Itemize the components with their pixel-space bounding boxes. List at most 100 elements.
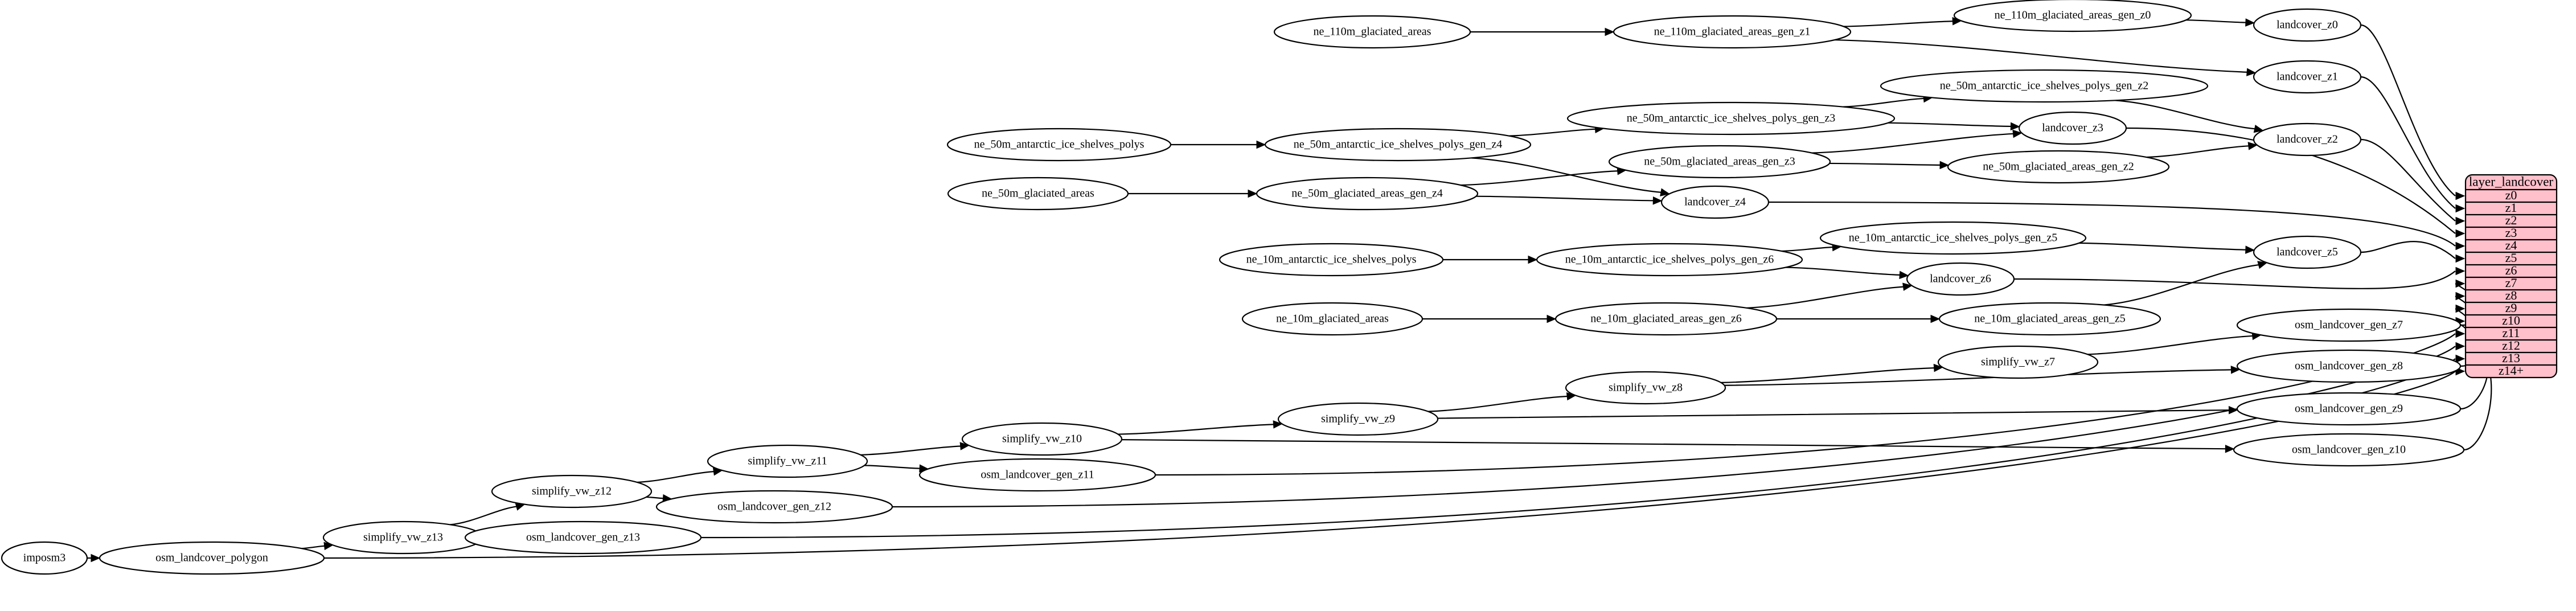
node-label-landcover_z5: landcover_z5 (2276, 246, 2338, 259)
graph-node-ne_50m_glaciated_areas_gen_z4[interactable]: ne_50m_glaciated_areas_gen_z4 (1256, 177, 1479, 211)
graph-node-ne_50m_antarctic_ice_shelves_polys[interactable]: ne_50m_antarctic_ice_shelves_polys (946, 128, 1172, 162)
edge-arrowhead (1652, 196, 1663, 205)
edge-arrowhead (2246, 68, 2257, 76)
node-label-osm_landcover_gen_z13: osm_landcover_gen_z13 (526, 531, 640, 544)
record-row-z7[interactable]: z7 (2505, 276, 2517, 290)
graph-node-landcover_z5[interactable]: landcover_z5 (2253, 235, 2362, 269)
edge-arrowhead (2253, 125, 2264, 133)
layer_landcover_record[interactable]: layer_landcoverz0z1z2z3z4z5z6z7z8z9z10z1… (2464, 174, 2558, 379)
record-row-z0[interactable]: z0 (2505, 188, 2517, 202)
record-row-z12[interactable]: z12 (2502, 338, 2520, 352)
node-label-osm_landcover_gen_z12: osm_landcover_gen_z12 (717, 501, 831, 513)
graph-node-imposm3[interactable]: imposm3 (1, 541, 88, 575)
graph-node-simplify_vw_z9[interactable]: simplify_vw_z9 (1277, 402, 1439, 436)
edge-ne_10m_antarctic_ice_shelves_polys_gen_z6-to-landcover_z6 (1785, 266, 1900, 276)
node-ellipse-ne_50m_antarctic_ice_shelves_polys (946, 128, 1172, 162)
edge-simplify_vw_z9-to-osm_landcover_gen_z9 (1437, 409, 2229, 419)
node-label-ne_50m_glaciated_areas_gen_z4: ne_50m_glaciated_areas_gen_z4 (1291, 187, 1442, 200)
node-label-ne_50m_antarctic_ice_shelves_polys_gen_z3: ne_50m_antarctic_ice_shelves_polys_gen_z… (1627, 112, 1836, 125)
graph-node-osm_landcover_gen_z10[interactable]: osm_landcover_gen_z10 (2233, 433, 2465, 467)
graph-node-ne_50m_antarctic_ice_shelves_polys_gen_z3[interactable]: ne_50m_antarctic_ice_shelves_polys_gen_z… (1566, 101, 1896, 136)
edge-arrowhead (1930, 314, 1941, 323)
graph-node-ne_50m_glaciated_areas_gen_z2[interactable]: ne_50m_glaciated_areas_gen_z2 (1947, 150, 2170, 184)
record-row-z1[interactable]: z1 (2505, 200, 2517, 215)
node-label-landcover_z4: landcover_z4 (1684, 196, 1746, 208)
graph-node-simplify_vw_z10[interactable]: simplify_vw_z10 (961, 422, 1123, 456)
edge-arrowhead (2245, 18, 2255, 27)
graph-node-ne_110m_glaciated_areas[interactable]: ne_110m_glaciated_areas (1273, 15, 1471, 49)
record-row-z3[interactable]: z3 (2505, 225, 2517, 240)
record-row-z14plus[interactable]: z14+ (2499, 363, 2524, 378)
graph-node-osm_landcover_gen_z8[interactable]: osm_landcover_gen_z8 (2236, 349, 2462, 383)
edge-arrowhead (2455, 279, 2466, 288)
edge-ne_10m_glaciated_areas_gen_z6-to-landcover_z6 (1746, 286, 1904, 309)
record-row-z10[interactable]: z10 (2502, 313, 2520, 327)
graph-node-ne_50m_glaciated_areas[interactable]: ne_50m_glaciated_areas (947, 177, 1129, 211)
node-ellipse-imposm3 (1, 541, 88, 575)
record-row-z13[interactable]: z13 (2502, 351, 2520, 365)
node-ellipse-ne_10m_antarctic_ice_shelves_polys_gen_z5 (1819, 221, 2087, 255)
edge-ne_50m_glaciated_areas_gen_z3-to-landcover_z3 (1811, 133, 2013, 154)
edge-arrowhead (2245, 245, 2255, 254)
graph-node-simplify_vw_z12[interactable]: simplify_vw_z12 (491, 474, 653, 509)
graph-node-ne_110m_glaciated_areas_gen_z0[interactable]: ne_110m_glaciated_areas_gen_z0 (1953, 0, 2192, 32)
graph-node-landcover_z3[interactable]: landcover_z3 (2018, 111, 2127, 145)
record-row-z11[interactable]: z11 (2503, 326, 2520, 340)
graph-node-ne_50m_antarctic_ice_shelves_polys_gen_z4[interactable]: ne_50m_antarctic_ice_shelves_polys_gen_z… (1264, 128, 1532, 162)
graph-node-simplify_vw_z8[interactable]: simplify_vw_z8 (1565, 371, 1726, 405)
node-label-ne_10m_glaciated_areas_gen_z6: ne_10m_glaciated_areas_gen_z6 (1590, 313, 1741, 325)
graph-node-osm_landcover_gen_z7[interactable]: osm_landcover_gen_z7 (2236, 308, 2462, 342)
graph-node-simplify_vw_z13[interactable]: simplify_vw_z13 (322, 520, 484, 555)
edge-arrowhead (2455, 191, 2466, 200)
record-row-z8[interactable]: z8 (2505, 288, 2517, 302)
edge-landcover_z1-to-rec-1 (2360, 76, 2456, 209)
graph-node-ne_10m_antarctic_ice_shelves_polys_gen_z5[interactable]: ne_10m_antarctic_ice_shelves_polys_gen_z… (1819, 221, 2087, 255)
graph-node-landcover_z0[interactable]: landcover_z0 (2253, 8, 2362, 42)
graph-node-osm_landcover_gen_z11[interactable]: osm_landcover_gen_z11 (918, 458, 1156, 492)
edge-arrowhead (2455, 342, 2466, 351)
graph-node-landcover_z1[interactable]: landcover_z1 (2253, 60, 2362, 94)
graph-node-osm_landcover_gen_z9[interactable]: osm_landcover_gen_z9 (2236, 392, 2462, 426)
graph-node-ne_10m_antarctic_ice_shelves_polys[interactable]: ne_10m_antarctic_ice_shelves_polys (1219, 243, 1444, 277)
node-label-osm_landcover_gen_z9: osm_landcover_gen_z9 (2295, 403, 2403, 415)
node-ellipse-landcover_z6 (1906, 262, 2015, 296)
graph-node-osm_landcover_polygon[interactable]: osm_landcover_polygon (99, 541, 325, 575)
node-ellipse-osm_landcover_gen_z13 (464, 520, 702, 555)
graph-node-ne_10m_glaciated_areas[interactable]: ne_10m_glaciated_areas (1241, 302, 1424, 336)
node-ellipse-simplify_vw_z7 (1937, 345, 2099, 379)
graph-node-simplify_vw_z7[interactable]: simplify_vw_z7 (1937, 345, 2099, 379)
edge-arrowhead (1605, 27, 1615, 36)
record-row-z9[interactable]: z9 (2505, 301, 2517, 315)
edge-ne_110m_glaciated_areas_gen_z1-to-ne_110m_glaciated_areas_gen_z0 (1843, 20, 1953, 27)
graph-node-osm_landcover_gen_z12[interactable]: osm_landcover_gen_z12 (655, 490, 893, 524)
edge-arrowhead (1899, 270, 1909, 280)
node-label-osm_landcover_gen_z8: osm_landcover_gen_z8 (2295, 360, 2403, 372)
node-ellipse-ne_50m_glaciated_areas_gen_z3 (1608, 145, 1831, 179)
edge-arrowhead (1939, 161, 1950, 170)
edge-arrowhead (2257, 261, 2268, 269)
graph-node-ne_110m_glaciated_areas_gen_z1[interactable]: ne_110m_glaciated_areas_gen_z1 (1613, 15, 1852, 49)
edge-arrowhead (2455, 329, 2466, 338)
graph-node-osm_landcover_gen_z13[interactable]: osm_landcover_gen_z13 (464, 520, 702, 555)
edge-arrowhead (91, 553, 101, 563)
graph-node-ne_50m_glaciated_areas_gen_z3[interactable]: ne_50m_glaciated_areas_gen_z3 (1608, 145, 1831, 179)
edge-simplify_vw_z12-to-osm_landcover_gen_z12 (646, 496, 663, 499)
node-label-ne_10m_antarctic_ice_shelves_polys_gen_z5: ne_10m_antarctic_ice_shelves_polys_gen_z… (1849, 232, 2058, 244)
graph-node-landcover_z4[interactable]: landcover_z4 (1660, 185, 1770, 219)
edge-arrowhead (1660, 188, 1670, 196)
record-row-z4[interactable]: z4 (2505, 238, 2517, 252)
graph-node-landcover_z2[interactable]: landcover_z2 (2253, 122, 2362, 157)
graph-node-ne_10m_antarctic_ice_shelves_polys_gen_z6[interactable]: ne_10m_antarctic_ice_shelves_polys_gen_z… (1536, 243, 1803, 277)
graph-node-landcover_z6[interactable]: landcover_z6 (1906, 262, 2015, 296)
graph-node-simplify_vw_z11[interactable]: simplify_vw_z11 (707, 444, 868, 478)
graph-node-ne_50m_antarctic_ice_shelves_polys_gen_z2[interactable]: ne_50m_antarctic_ice_shelves_polys_gen_z… (1880, 69, 2209, 103)
node-ellipse-ne_50m_antarctic_ice_shelves_polys_gen_z4 (1264, 128, 1532, 162)
record-row-z6[interactable]: z6 (2505, 263, 2517, 277)
node-ellipse-ne_50m_antarctic_ice_shelves_polys_gen_z3 (1566, 101, 1896, 136)
edge-ne_50m_glaciated_areas_gen_z2-to-landcover_z2 (2146, 145, 2249, 158)
graph-node-ne_10m_glaciated_areas_gen_z5[interactable]: ne_10m_glaciated_areas_gen_z5 (1938, 302, 2161, 336)
record-row-z5[interactable]: z5 (2505, 251, 2517, 265)
graph-node-ne_10m_glaciated_areas_gen_z6[interactable]: ne_10m_glaciated_areas_gen_z6 (1554, 302, 1778, 336)
node-ellipse-ne_110m_glaciated_areas_gen_z1 (1613, 15, 1852, 49)
record-row-z2[interactable]: z2 (2505, 213, 2517, 227)
